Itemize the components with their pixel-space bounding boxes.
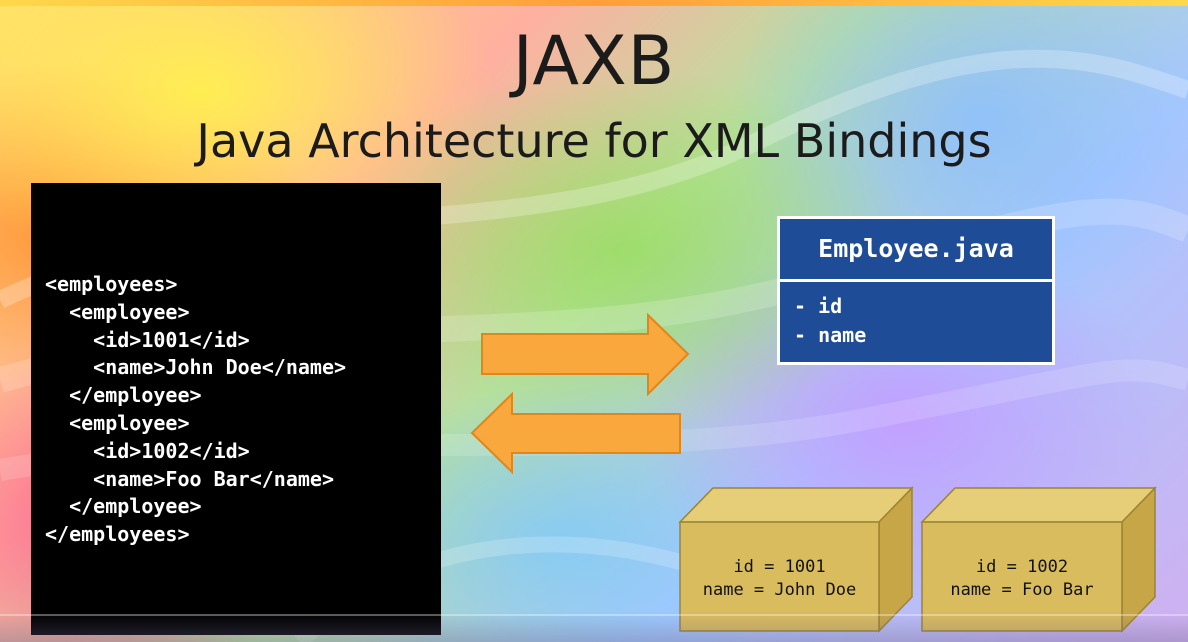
cube-front-face [921, 521, 1123, 632]
xml-line: </employee> [45, 494, 202, 519]
cube-top-face [920, 487, 1157, 523]
object-cube-2 [920, 486, 1157, 633]
java-class-box: Employee.java - id - name [777, 216, 1055, 365]
progress-line [0, 614, 1188, 616]
object-id-line: id = 1001 [733, 557, 826, 577]
xml-line: <name>John Doe</name> [45, 355, 347, 380]
xml-line: </employee> [45, 383, 202, 408]
object-cube-1 [678, 486, 914, 633]
java-class-fields: - id - name [780, 282, 1052, 350]
java-class-name: Employee.java [780, 219, 1052, 282]
video-bottom-strip [0, 612, 1188, 642]
cube-top-face [678, 487, 914, 523]
slide-subtitle: Java Architecture for XML Bindings [196, 114, 992, 168]
xml-line: <id>1002</id> [45, 438, 250, 463]
xml-line: <name>Foo Bar</name> [45, 466, 334, 491]
xml-line: <employee> [45, 299, 190, 324]
object-name-line: name = Foo Bar [950, 580, 1094, 600]
java-field: - id [794, 294, 843, 318]
top-accent-bar [0, 0, 1188, 6]
object-1-values: id = 1001 name = John Doe [680, 556, 879, 602]
slide-title: JAXB [512, 22, 676, 101]
object-id-line: id = 1002 [975, 557, 1069, 577]
object-2-values: id = 1002 name = Foo Bar [922, 556, 1122, 602]
object-name-line: name = John Doe [702, 580, 857, 600]
arrow-left-icon [470, 391, 681, 475]
xml-line: <employee> [45, 410, 190, 435]
xml-code-panel: <employees> <employee> <id>1001</id> <na… [31, 183, 441, 635]
xml-line: <id>1001</id> [45, 327, 250, 352]
xml-line: </employees> [45, 522, 190, 547]
java-field: - name [794, 323, 867, 347]
xml-line: <employees> [45, 272, 178, 296]
cube-front-face [679, 521, 880, 632]
xml-code-lines: <employees> <employee> <id>1001</id> <na… [45, 271, 346, 549]
arrow-right-icon [481, 312, 690, 397]
